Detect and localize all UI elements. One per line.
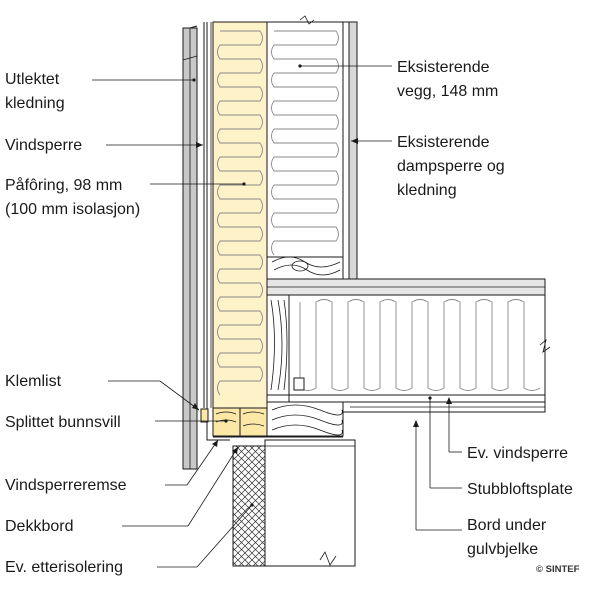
sintef-credit: © SINTEF [536,564,580,575]
label-splittet-bunnsvill: Splittet bunnsvill [5,414,121,431]
label-bord-under-line2: gulvbjelke [467,541,538,558]
label-ev-vindsperre: Ev. vindsperre [467,445,568,462]
leaders-right [298,64,462,531]
label-paforing-line1: Påfôring, 98 mm [5,176,122,194]
batten-layer [203,22,212,408]
clamp-strip [200,408,209,423]
rim-joist [266,256,344,280]
label-eksisterende-damp-line1: Eksisterende [397,134,490,151]
label-klemlist: Klemlist [5,373,62,390]
foundation [232,439,356,567]
label-vindsperreremse: Vindsperreremse [5,477,127,494]
label-eksisterende-vegg-line1: Eksisterende [397,59,490,76]
label-bord-under-line1: Bord under [467,517,547,534]
label-stubbloftsplate: Stubbloftsplate [467,481,573,498]
leaders-left [92,78,254,568]
label-eksisterende-vegg-line2: vegg, 148 mm [397,83,498,100]
bottom-sill [206,401,344,441]
label-dekkbord: Dekkbord [5,518,73,535]
label-etterisolering: Ev. etterisolering [5,559,123,576]
label-paforing-line2: (100 mm isolasjon) [5,201,140,218]
outer-cladding [182,25,198,470]
label-eksisterende-damp-line2: dampsperre og [397,158,505,175]
label-utlektet-line2: kledning [5,95,65,112]
existing-wall [266,15,358,280]
label-eksisterende-damp-line3: kledning [397,182,457,199]
new-insulation [212,21,268,409]
label-vindsperre: Vindsperre [5,137,82,154]
floor-structure [266,278,551,413]
label-utlektet-line1: Utlektet [5,71,60,88]
